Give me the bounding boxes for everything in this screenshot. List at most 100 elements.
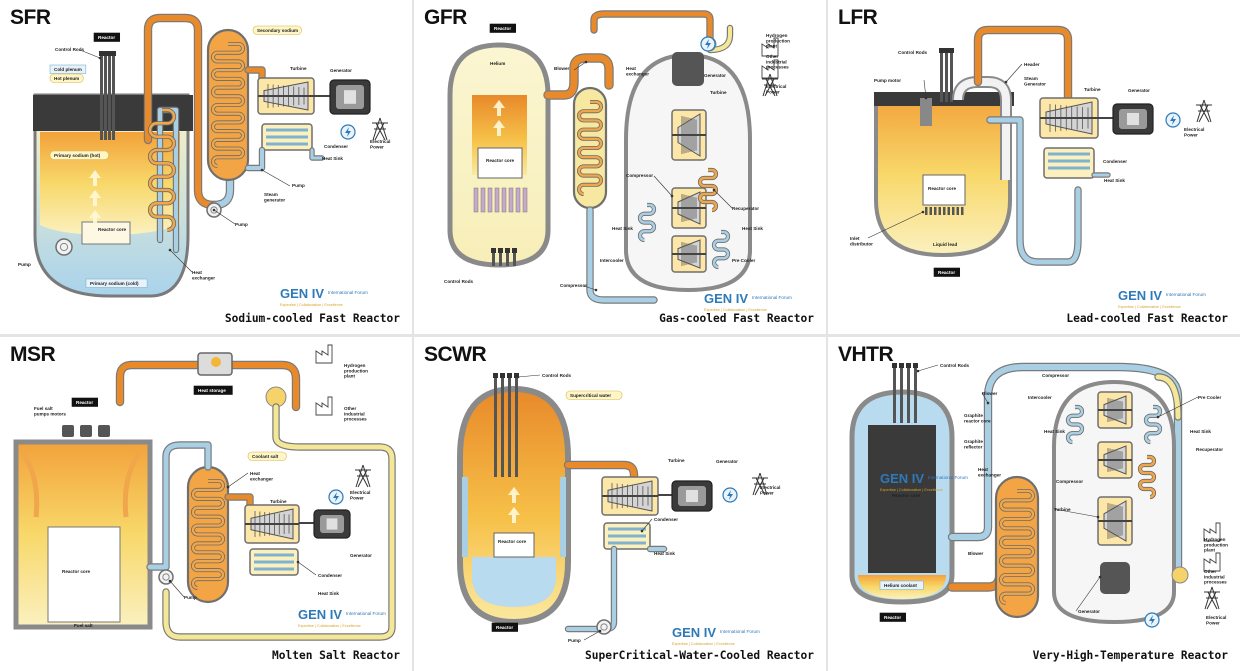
- msr-coolant-cold: [147, 442, 211, 570]
- vhtr-label: Compressor: [1056, 479, 1083, 484]
- scwr-logo-tagline: Expertise | Collaboration | Excellence: [672, 642, 735, 646]
- gfr-h2-plant-icon: [761, 37, 779, 57]
- gfr-control-rods-rod: [506, 252, 509, 266]
- vhtr-leader-dot: [1096, 515, 1100, 519]
- gfr-arrow: [493, 120, 505, 136]
- msr-leader-dot: [226, 485, 230, 489]
- msr-leader: [227, 472, 249, 488]
- vhtr-ihx-coil: [999, 489, 1035, 605]
- sfr-label-tag: [93, 32, 121, 42]
- vhtr-core-logo-sub: International Forum: [928, 475, 968, 480]
- gfr-leader: [653, 175, 673, 197]
- msr-leader-dot: [296, 560, 300, 564]
- sfr-rods-rod: [112, 55, 115, 140]
- gfr-logo-sub: International Forum: [752, 295, 792, 300]
- lfr-pump: [920, 98, 932, 126]
- gfr-label: Intercooler: [600, 258, 624, 263]
- sfr-primary-pump: [55, 238, 73, 256]
- msr-leader-dot: [168, 579, 172, 583]
- msr-core: [47, 526, 121, 623]
- gfr-logo-text: GEN IV: [704, 291, 748, 306]
- sfr-label: Pump: [292, 183, 305, 188]
- sfr-rods-cap: [111, 51, 116, 56]
- panel-title: Very-High-Temperature Reactor: [1032, 649, 1228, 662]
- scwr-arrow: [508, 487, 520, 503]
- sfr-feedwater: [246, 148, 264, 170]
- vhtr-h2-hx: [1171, 566, 1189, 584]
- msr-ihx-coil: [191, 479, 225, 590]
- sfr-leader: [169, 249, 193, 273]
- lfr-core: [922, 174, 966, 206]
- gfr-leader-dot: [712, 188, 716, 192]
- vhtr-hot-duct-outline: [947, 550, 1005, 592]
- scwr-cold-plenum: [472, 557, 556, 607]
- gfr-rod: [494, 187, 500, 213]
- vhtr-electric-icon-glyph: [1149, 615, 1155, 625]
- vhtr-leader: [917, 364, 939, 372]
- msr-label: Heat Sink: [318, 591, 339, 596]
- scwr-label: Generator: [716, 459, 738, 464]
- gfr-control-rods-cap: [505, 248, 510, 253]
- lfr-distributor-tube: [925, 207, 928, 215]
- vhtr-h2-plant-icon: [1203, 522, 1221, 542]
- msr-label: Generator: [350, 553, 372, 558]
- vhtr-rods-rod: [914, 367, 917, 423]
- msr-logo-tagline: Expertise | Collaboration | Excellence: [298, 624, 361, 628]
- scwr-label-tag: [491, 622, 519, 632]
- gfr-label: Control Rods: [444, 279, 474, 284]
- gfr-control-rods-rod: [492, 252, 495, 266]
- vhtr-leader: [1053, 508, 1099, 518]
- lfr-distributor-tube: [956, 207, 959, 215]
- gfr-label: Heat Sink: [742, 226, 763, 231]
- gfr-label: Recuperator: [732, 206, 759, 211]
- vhtr-label-tag: [879, 580, 924, 590]
- lfr-leader: [1005, 63, 1023, 83]
- lfr-leader: [867, 211, 924, 239]
- gfr-label: Compressor: [626, 173, 653, 178]
- sfr-logo-tagline: Expertise | Collaboration | Excellence: [280, 303, 343, 307]
- vhtr-label: Blower: [968, 551, 984, 556]
- scwr-leader-dot: [598, 629, 602, 633]
- msr-h2-plant-icon: [315, 344, 333, 364]
- msr-pump-motor: [98, 425, 110, 437]
- scwr-arrow: [508, 507, 520, 523]
- scwr-leader: [517, 374, 541, 378]
- gfr-label: Helium: [490, 61, 505, 66]
- vhtr-graphite-core: [868, 425, 936, 573]
- msr-leader: [297, 561, 317, 576]
- vhtr-leader: [1075, 576, 1101, 612]
- lfr-roof: [874, 92, 1014, 106]
- lfr-rods-cap: [944, 48, 949, 53]
- lfr-electric-icon-glyph: [1170, 115, 1176, 125]
- gfr-label: Pre Cooler: [732, 258, 755, 263]
- msr-fuel-loops: [19, 450, 143, 518]
- scwr-rods-rod: [494, 377, 497, 477]
- gfr-label: Generator: [704, 73, 726, 78]
- sfr-heatsink-pipe: [310, 148, 324, 160]
- lfr-distributor-tube: [947, 207, 950, 215]
- gfr-core: [477, 147, 523, 179]
- sfr-label: Primary sodium (hot): [54, 153, 101, 158]
- sfr-leader-dot: [212, 208, 216, 212]
- gfr-generator: [672, 52, 704, 86]
- scwr-rods-rod: [501, 377, 504, 477]
- vhtr-label: Heat Sink: [1044, 429, 1065, 434]
- vhtr-rods-cap: [913, 363, 918, 368]
- gfr-label-tag: [489, 23, 517, 33]
- sfr-label: Pump: [235, 222, 248, 227]
- scwr-leader: [641, 518, 653, 532]
- lfr-rods-rod: [950, 52, 953, 102]
- lfr-distributor-tube: [961, 207, 964, 215]
- gfr-label: Heat Sink: [612, 226, 633, 231]
- gfr-label: Turbine: [710, 90, 727, 95]
